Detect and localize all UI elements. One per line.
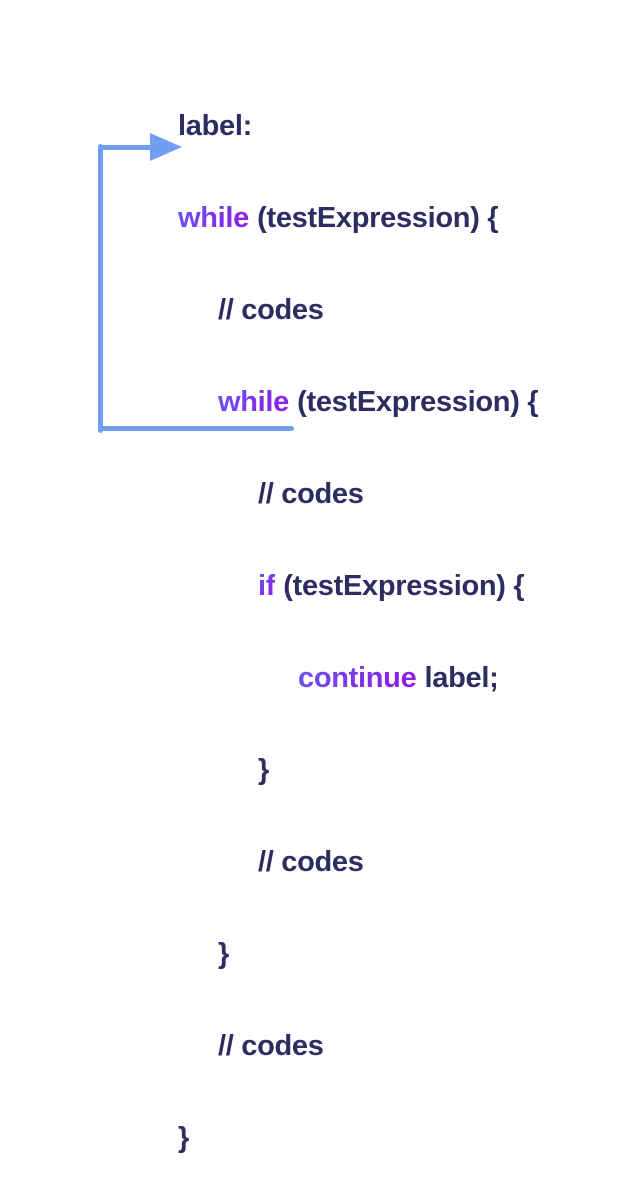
code-line-comment-2: // codes bbox=[178, 466, 538, 522]
keyword-text: if bbox=[258, 570, 276, 602]
code-line-label: label: bbox=[178, 98, 538, 154]
code-text: label: bbox=[178, 110, 252, 142]
keyword-text: continue bbox=[298, 662, 417, 694]
code-text: (testExpression) { bbox=[297, 386, 539, 418]
code-text: } bbox=[178, 1122, 189, 1154]
code-line-comment-1: // codes bbox=[178, 282, 538, 338]
code-line-close-while-inner: } bbox=[178, 926, 538, 982]
code-text: } bbox=[218, 938, 229, 970]
keyword-text: while bbox=[218, 386, 290, 418]
code-text: } bbox=[258, 754, 269, 786]
code-text: // codes bbox=[258, 478, 364, 510]
loop-arrow-head-icon bbox=[150, 133, 182, 161]
labeled-continue-diagram: label: while(testExpression) { // codes … bbox=[98, 110, 539, 1154]
loop-arrow-vertical-line bbox=[98, 144, 103, 433]
code-line-while-inner: while(testExpression) { bbox=[178, 374, 539, 430]
code-text: (testExpression) { bbox=[257, 202, 499, 234]
code-line-while-outer: while(testExpression) { bbox=[178, 190, 538, 246]
loop-arrow-bottom-line bbox=[98, 426, 294, 431]
code-block: label: while(testExpression) { // codes … bbox=[178, 62, 539, 1202]
code-line-comment-3: // codes bbox=[178, 834, 538, 890]
code-text: // codes bbox=[258, 846, 364, 878]
code-text: // codes bbox=[218, 1030, 324, 1062]
code-line-close-while-outer: } bbox=[178, 1110, 538, 1166]
code-line-if: if(testExpression) { bbox=[178, 558, 538, 614]
keyword-text: while bbox=[178, 202, 250, 234]
code-text: // codes bbox=[218, 294, 324, 326]
loop-arrow-top-line bbox=[98, 145, 156, 150]
code-text: (testExpression) { bbox=[283, 570, 525, 602]
code-line-close-if: } bbox=[178, 742, 538, 798]
code-line-comment-4: // codes bbox=[178, 1018, 538, 1074]
code-text: label; bbox=[424, 662, 499, 694]
